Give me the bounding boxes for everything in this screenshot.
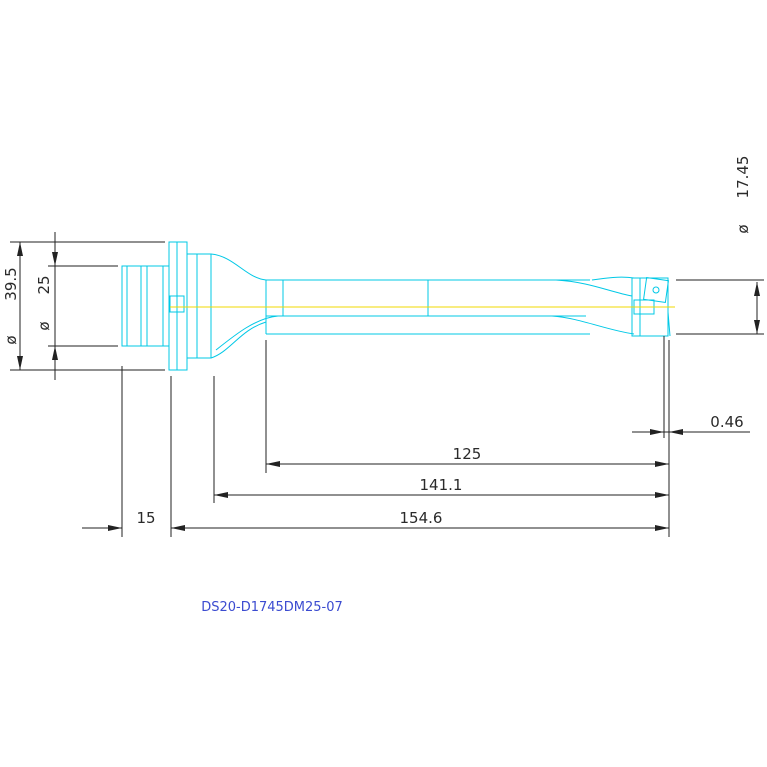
arrow-head	[655, 492, 669, 498]
flange-key	[169, 295, 185, 313]
arrow-head	[655, 461, 669, 467]
label-flange-diameter: 39.5	[2, 267, 20, 300]
insert-screw	[652, 286, 660, 294]
arrow-head	[52, 252, 58, 266]
diameter-symbol: ø	[2, 335, 20, 344]
arrow-head	[754, 282, 760, 296]
dimension-labels: ø 39.5 ø 25 ø 17.45 0.46 125 141.1 15 15…	[2, 156, 752, 527]
arrow-head	[17, 356, 23, 370]
arrow-head	[669, 429, 683, 435]
label-drill-diameter: 17.45	[734, 156, 752, 199]
label-length-154-6: 154.6	[400, 509, 443, 527]
arrow-head	[266, 461, 280, 467]
arrow-head	[17, 242, 23, 256]
flute-start	[215, 315, 279, 351]
arrow-head	[108, 525, 122, 531]
drill-tool-outline	[121, 241, 671, 371]
flute-cross	[591, 276, 635, 281]
diameter-symbol: ø	[734, 224, 752, 233]
arrow-head	[655, 525, 669, 531]
label-length-141-1: 141.1	[420, 476, 463, 494]
arrow-head	[754, 320, 760, 334]
insert-edge	[667, 311, 671, 337]
diameter-symbol: ø	[35, 321, 53, 330]
flute-top	[555, 279, 633, 297]
flute-bottom	[551, 315, 635, 335]
label-shank-diameter: 25	[35, 275, 53, 294]
arrow-head	[214, 492, 228, 498]
dimension-lines	[10, 232, 764, 537]
arrow-head	[650, 429, 664, 435]
insert-pocket	[643, 277, 669, 303]
body-transition	[210, 253, 267, 359]
arrow-head	[52, 346, 58, 360]
part-code: DS20-D1745DM25-07	[201, 600, 343, 615]
shank-body	[121, 265, 170, 347]
neck	[186, 253, 212, 359]
arrow-head	[171, 525, 185, 531]
label-tip-offset: 0.46	[710, 413, 743, 431]
label-length-125: 125	[453, 445, 482, 463]
label-length-15: 15	[136, 509, 155, 527]
